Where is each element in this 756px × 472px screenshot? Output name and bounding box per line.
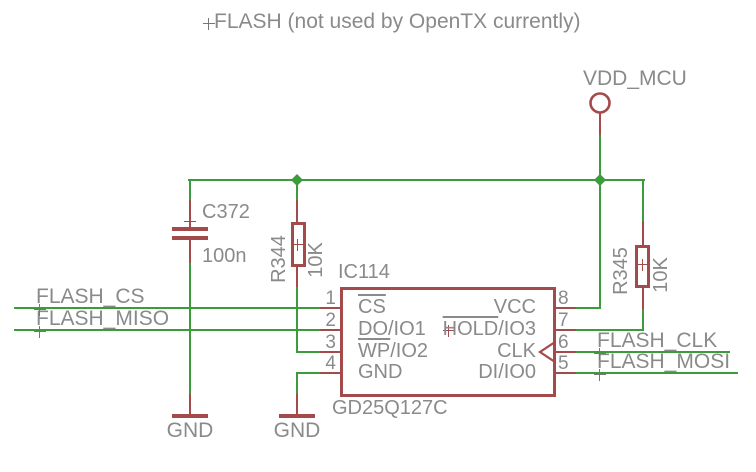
label-origin-cross-icon [594,348,606,360]
wire-flash-miso[interactable] [14,329,322,331]
r345-origin-cross-icon [637,259,649,271]
pin-number-5: 5 [558,353,569,374]
wire-r345-top[interactable] [642,179,644,223]
pin-name-wp-bar: WP [358,340,391,362]
pin-name-cs: CS [358,297,386,317]
pin-stub-7 [555,329,576,331]
r344-origin-cross-icon [292,239,304,251]
net-label-flash-clk[interactable]: FLASH_CLK [597,329,718,352]
wire-c372-top[interactable] [189,179,191,200]
pin-name-hold-io3: HOLD/IO3 [443,319,536,339]
r345-lead-bottom [642,287,644,310]
wire-hold-pullup[interactable] [642,309,644,331]
wire-pin3[interactable] [296,351,322,353]
gnd-right-bar-icon[interactable] [279,414,315,418]
gnd-right-lead [296,394,298,415]
pin-name-wp-io2: WP/IO2 [358,341,428,361]
pin-stub-5 [555,372,576,374]
wire-flash-mosi[interactable] [575,372,738,374]
pin-number-3: 3 [325,332,336,353]
pin-stub-3 [320,351,341,353]
pin-number-8: 8 [558,288,569,309]
c372-ref-label[interactable]: C372 [202,201,250,223]
pin-number-2: 2 [325,310,336,331]
pin-name-wp-rest: /IO2 [390,340,429,362]
net-label-flash-cs[interactable]: FLASH_CS [36,285,145,308]
net-label-flash-miso[interactable]: FLASH_MISO [36,307,170,330]
net-label-flash-mosi[interactable]: FLASH_MOSI [597,350,731,373]
gnd-left-lead [189,394,191,415]
pin-name-hold-bar: HOLD [442,318,499,340]
r345-value-label[interactable]: 10K [650,257,672,293]
vdd-label: VDD_MCU [583,67,687,90]
label-origin-cross-icon [594,369,606,381]
c372-lead-top [189,200,191,228]
pin-name-di-io0: DI/IO0 [478,361,536,383]
gnd-right-label: GND [273,419,321,442]
pin-stub-4 [320,372,341,374]
gnd-left-bar-icon[interactable] [172,414,208,418]
wire-vdd-rail[interactable] [188,179,645,181]
pin-name-hold-rest: /IO3 [498,318,536,340]
pin-stub-6 [555,351,576,353]
r344-lead-top [296,200,298,223]
clock-arrow-icon [538,341,556,363]
pin-name-do-io1: DO/IO1 [358,318,426,340]
pin-name-clk: CLK [497,340,536,362]
r345-ref-label[interactable]: R345 [610,247,632,295]
c372-lead-bottom [189,240,191,264]
ic114-body[interactable] [340,287,556,397]
label-origin-cross-icon [34,326,46,338]
title-origin-cross-icon [203,18,215,30]
wire-pin4-gnd[interactable] [296,372,298,395]
pin-stub-8 [555,307,576,309]
wire-pin8[interactable] [575,307,601,309]
pin-number-6: 6 [558,332,569,353]
sheet-title[interactable]: FLASH (not used by OpenTX currently) [214,10,581,33]
r344-value-label[interactable]: 10K [305,242,327,278]
c372-value-label[interactable]: 100n [202,245,247,267]
pin-stub-2 [320,329,341,331]
pin-number-4: 4 [325,353,336,374]
r344-ref-label[interactable]: R344 [268,235,290,283]
r344-lead-bottom [296,266,298,288]
ic114-origin-cross-icon [443,325,455,337]
wire-pin7[interactable] [575,329,644,331]
pin-stub-1 [320,307,341,309]
wire-flash-cs[interactable] [14,307,322,309]
pin-number-7: 7 [558,310,569,331]
c372-origin-cross-icon [184,216,196,228]
vdd-lead [599,112,601,136]
ic114-value-label[interactable]: GD25Q127C [332,397,448,419]
wire-pin4[interactable] [296,372,322,374]
c372-plate-bottom[interactable] [172,236,208,240]
c372-plate-top[interactable] [172,227,208,231]
pin-name-vcc: VCC [493,296,536,318]
pin-name-gnd: GND [358,361,403,383]
r345-lead-top [642,221,644,246]
wire-pin8-riser[interactable] [599,179,601,309]
gnd-left-label: GND [166,419,214,442]
wire-wp-pullup[interactable] [296,287,298,353]
pin-number-1: 1 [325,288,336,309]
wire-r344-top[interactable] [296,179,298,200]
label-origin-cross-icon [34,304,46,316]
wire-flash-clk[interactable] [575,351,730,353]
wire-vdd-drop[interactable] [599,135,601,181]
ic114-ref-label[interactable]: IC114 [338,261,390,283]
pin-name-cs-text: CS [358,296,386,318]
